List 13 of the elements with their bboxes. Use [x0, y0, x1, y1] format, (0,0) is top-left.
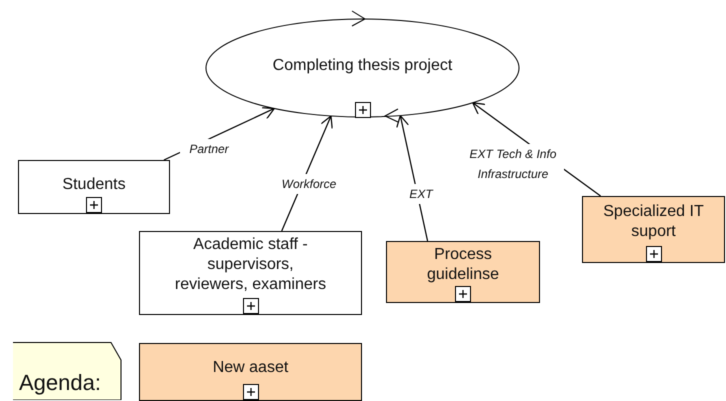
- process-box: [139, 231, 362, 315]
- node-label: New aaset: [212, 358, 288, 378]
- process-box: [139, 343, 362, 401]
- process-box: [386, 241, 540, 303]
- process-box: [582, 196, 725, 263]
- node-label: Completing thesis project: [272, 56, 452, 76]
- node-label: Academic staff - supervisors, reviewers, examiners: [174, 235, 328, 295]
- note-label: Agenda:: [19, 370, 101, 396]
- node-label: Students: [62, 175, 126, 195]
- node-label: Specialized IT suport: [602, 202, 705, 242]
- process-box: [18, 160, 170, 214]
- note-shape: [13, 342, 122, 400]
- node-label: Process guidelinse: [426, 245, 500, 285]
